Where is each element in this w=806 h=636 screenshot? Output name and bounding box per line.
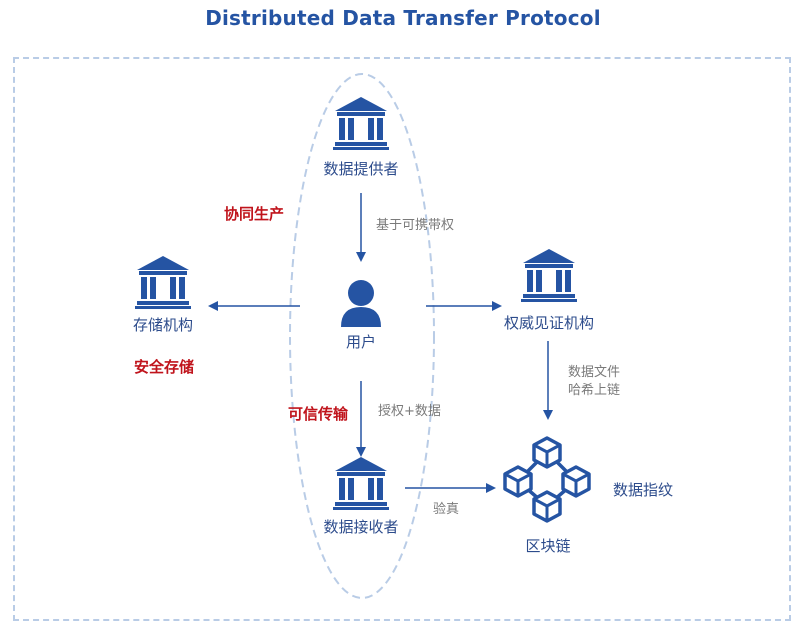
edge-label-receiver-blockchain: 验真 bbox=[433, 502, 460, 517]
storage-bank-icon bbox=[135, 256, 191, 309]
trusted-transfer-annotation: 可信传输 bbox=[287, 405, 349, 423]
authority-label: 权威见证机构 bbox=[503, 314, 595, 332]
receiver-label: 数据接收者 bbox=[323, 518, 399, 536]
provider-label: 数据提供者 bbox=[323, 160, 399, 178]
outer-dashed-frame bbox=[13, 57, 791, 621]
edge-label-user-receiver: 授权+数据 bbox=[378, 404, 441, 419]
blockchain-icon bbox=[503, 436, 591, 523]
edge-label-authority-blockchain: 数据文件 哈希上链 bbox=[568, 365, 621, 398]
blockchain-label: 区块链 bbox=[525, 537, 571, 555]
receiver-bank-icon bbox=[333, 457, 389, 510]
collab-production-annotation: 协同生产 bbox=[223, 205, 285, 223]
storage-label: 存储机构 bbox=[132, 316, 194, 334]
provider-bank-icon bbox=[333, 97, 389, 150]
user-icon bbox=[341, 280, 381, 327]
user-domain-ellipse bbox=[289, 73, 435, 599]
secure-storage-annotation: 安全存储 bbox=[133, 358, 195, 376]
data-fingerprint-annotation: 数据指纹 bbox=[612, 481, 674, 499]
edge-label-provider-user: 基于可携带权 bbox=[376, 218, 455, 233]
diagram-title: Distributed Data Transfer Protocol bbox=[205, 6, 601, 30]
user-label: 用户 bbox=[345, 333, 377, 351]
authority-bank-icon bbox=[521, 249, 577, 302]
